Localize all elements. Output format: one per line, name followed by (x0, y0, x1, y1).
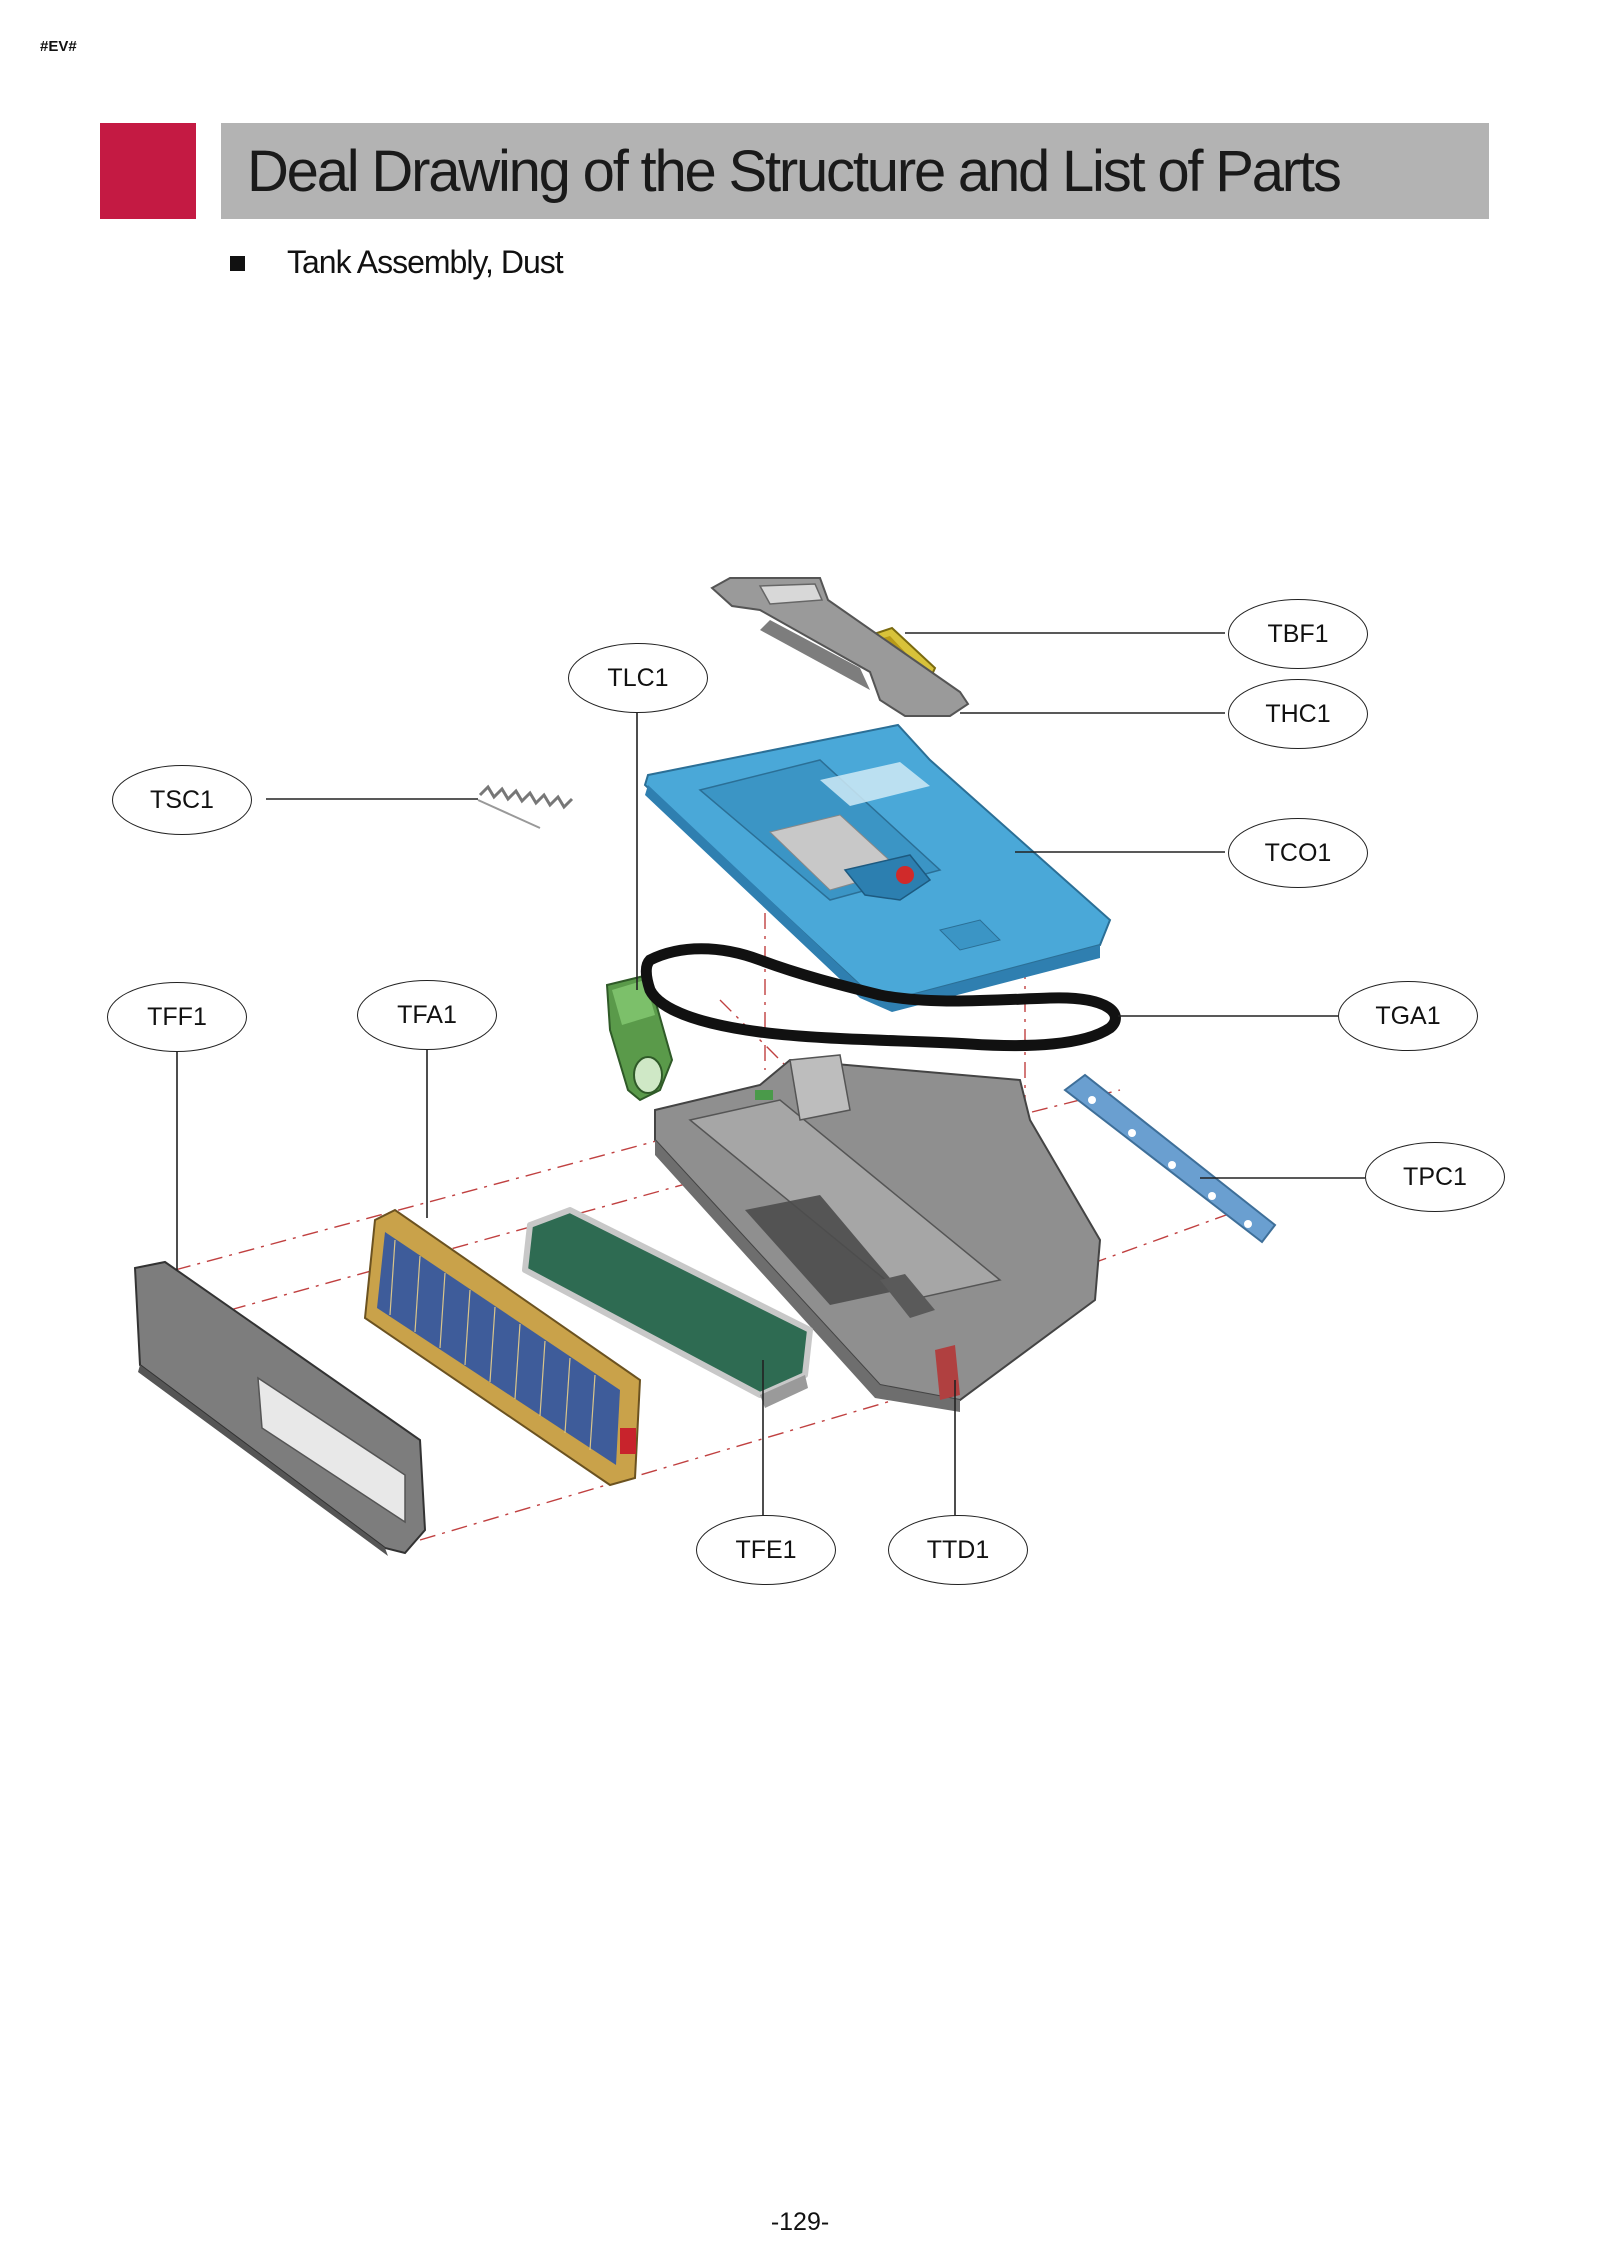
document-code: #EV# (40, 38, 77, 55)
callout-tfa1: TFA1 (357, 980, 497, 1050)
accent-block (100, 123, 196, 219)
part-thc1-handle (710, 577, 970, 717)
part-tco1-cover (643, 723, 1112, 1012)
leader-lines (176, 632, 1365, 1515)
square-bullet-icon (230, 256, 245, 271)
part-tlc1-latch (605, 973, 674, 1102)
callout-tga1: TGA1 (1338, 981, 1478, 1051)
callout-tpc1: TPC1 (1365, 1142, 1505, 1212)
page-title: Deal Drawing of the Structure and List o… (247, 138, 1342, 204)
part-ttd1-tank-body (654, 1054, 1102, 1412)
callout-tlc1: TLC1 (568, 643, 708, 713)
callout-tff1: TFF1 (107, 982, 247, 1052)
part-tpc1-plate (1063, 1073, 1277, 1244)
section-title: Tank Assembly, Dust (287, 244, 564, 280)
callout-tfe1: TFE1 (696, 1515, 836, 1585)
page-number: -129- (770, 2208, 830, 2236)
title-bar: Deal Drawing of the Structure and List o… (221, 123, 1489, 219)
part-tga1-gasket (640, 943, 1121, 1052)
callout-ttd1: TTD1 (888, 1515, 1028, 1585)
part-tfa1-pleated-filter (363, 1208, 642, 1487)
callout-thc1: THC1 (1228, 679, 1368, 749)
callout-tsc1: TSC1 (112, 765, 252, 835)
callout-tbf1: TBF1 (1228, 599, 1368, 669)
part-tff1-front-frame (133, 1260, 427, 1556)
part-tfe1-filter-element (522, 1207, 813, 1408)
part-tsc1-spring (477, 784, 574, 829)
callout-tco1: TCO1 (1228, 818, 1368, 888)
section-heading: Tank Assembly, Dust (230, 244, 564, 281)
